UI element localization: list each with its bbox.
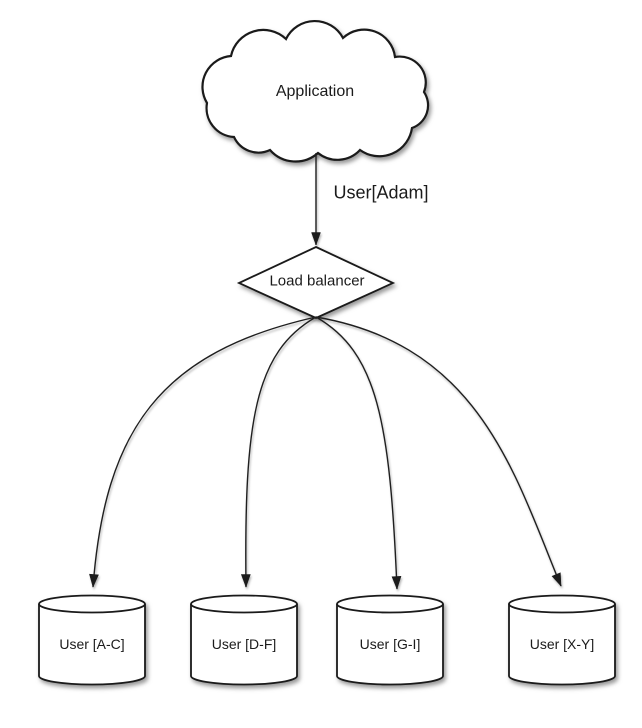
- edge-label-user-adam: User[Adam]: [333, 182, 429, 203]
- shard-label-g-i: User [G-I]: [359, 636, 421, 652]
- shard-cylinder-1: [38, 594, 146, 686]
- cylinder-body: [508, 604, 616, 686]
- cylinder-top: [38, 594, 146, 614]
- cylinder-body: [38, 604, 146, 686]
- shard-label-x-y: User [X-Y]: [529, 636, 595, 652]
- edges-layer: [89, 153, 562, 590]
- cylinder-top: [336, 594, 444, 614]
- load-balancer-label: Load balancer: [269, 272, 365, 290]
- edge-lb-to-shard-4: [315, 316, 562, 587]
- shard-label-a-c: User [A-C]: [59, 636, 125, 652]
- shard-cylinder-2: [190, 594, 298, 686]
- nodes-layer: [38, 19, 616, 686]
- cylinder-top: [508, 594, 616, 614]
- shard-label-d-f: User [D-F]: [211, 636, 277, 652]
- cylinder-body: [190, 604, 298, 686]
- edge-lb-to-shard-2: [240, 316, 317, 588]
- application-label: Application: [275, 83, 355, 100]
- edge-lb-to-shard-1: [89, 316, 317, 588]
- edge-lb-to-shard-3: [315, 316, 402, 590]
- cylinder-top: [190, 594, 298, 614]
- shard-cylinder-3: [336, 594, 444, 686]
- cylinder-body: [336, 604, 444, 686]
- load-balancer-diamond-shape: [236, 246, 396, 319]
- shard-cylinder-4: [508, 594, 616, 686]
- application-cloud-shape: [201, 19, 430, 163]
